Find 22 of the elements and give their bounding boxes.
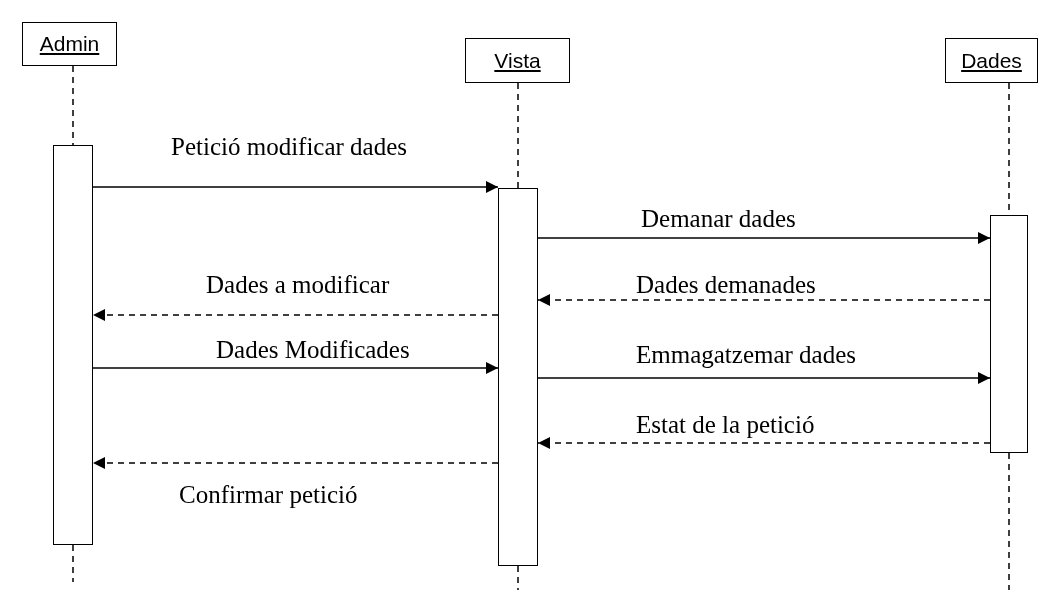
lifeline [72,544,74,583]
participant-box [22,22,117,66]
lifeline [72,65,74,146]
participant-name: Admin [39,32,100,56]
activation-bar [498,188,538,566]
return-arrow [537,437,991,449]
message-arrow [537,372,991,384]
participant-box [465,38,570,83]
message-arrow [537,232,991,244]
lifeline [1008,452,1010,591]
participant-name: Dades [961,48,1022,73]
lifeline [517,82,519,189]
return-arrow [92,457,499,469]
message-arrow [92,181,499,193]
activation-bar [53,145,93,545]
participant-box [945,38,1038,83]
return-arrow [92,309,499,321]
return-arrow [537,294,991,306]
participant-name: Vista [494,48,541,73]
lifeline [517,565,519,591]
activation-bar [990,215,1028,453]
message-arrow [92,362,499,374]
